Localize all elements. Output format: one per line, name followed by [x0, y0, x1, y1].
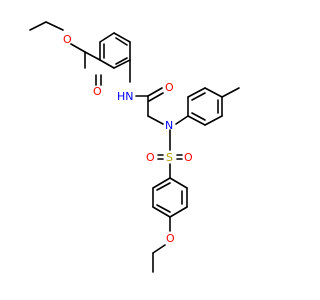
bond [99, 32, 115, 43]
bond [187, 115, 206, 126]
bond [29, 21, 47, 31]
bond [152, 244, 166, 254]
atom-o-amide: O [165, 81, 174, 94]
bond [169, 206, 188, 218]
bond [191, 112, 206, 121]
bond [152, 177, 171, 189]
atom-o-ether: O [166, 232, 175, 245]
atom-s-sulfonyl: S [166, 151, 173, 164]
bond [70, 43, 86, 53]
atom-labels: O O HN O N S O O O [63, 33, 193, 245]
bond [204, 87, 223, 98]
molecule-structure: O O HN O N S O O O [29, 21, 240, 273]
bond [148, 92, 164, 102]
bond [115, 57, 128, 65]
bond [152, 206, 171, 218]
atom-n-sulfonamide: N [165, 119, 173, 132]
bond [147, 115, 164, 125]
bond [99, 59, 115, 69]
bond [147, 87, 163, 97]
bonds [29, 21, 240, 273]
atom-o-sulfonyl-right: O [184, 151, 193, 164]
bond [187, 87, 206, 98]
bond [221, 87, 240, 98]
bond [204, 115, 223, 126]
bond [169, 177, 188, 189]
bond [175, 115, 189, 125]
bond [113, 32, 131, 43]
atom-o-ester-single: O [63, 33, 72, 46]
bond [156, 182, 171, 191]
bond [113, 59, 131, 69]
atom-o-sulfonyl-left: O [146, 151, 155, 164]
bond [45, 21, 64, 31]
atom-o-ester-double: O [93, 85, 102, 98]
bond [156, 204, 171, 213]
bond [84, 51, 101, 61]
bond [191, 92, 206, 101]
atom-nh-amide: HN [117, 90, 134, 103]
bond [115, 37, 128, 46]
